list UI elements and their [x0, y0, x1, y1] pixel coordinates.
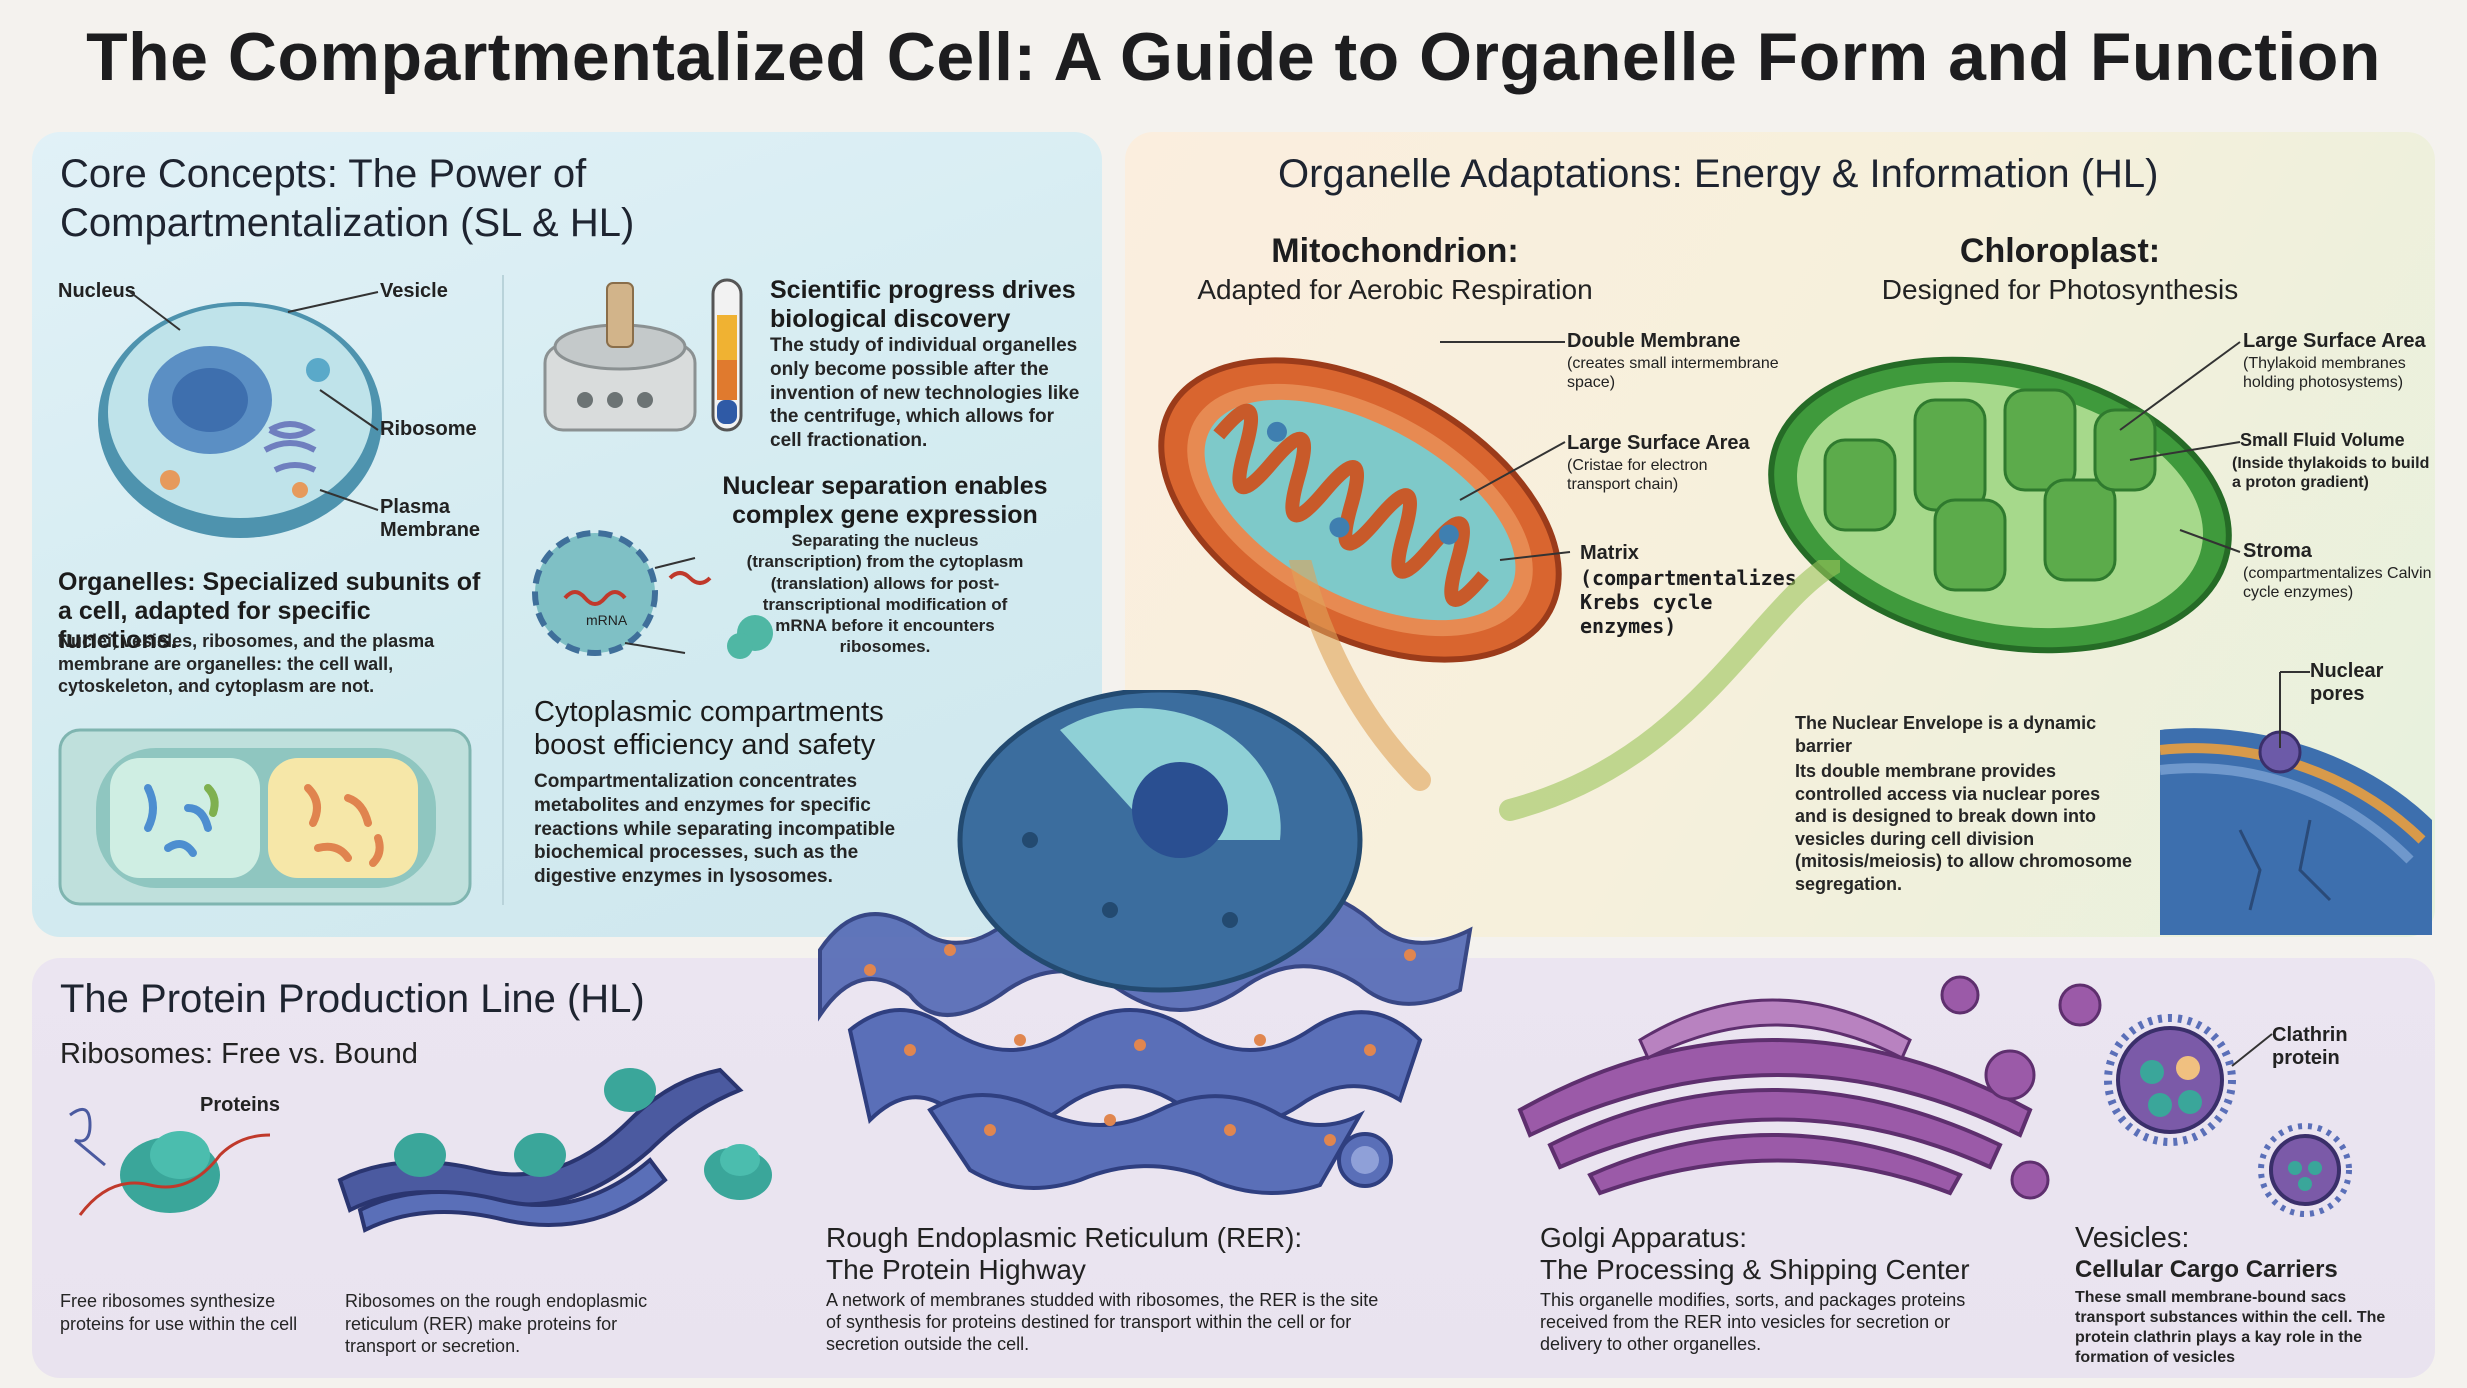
- mito-label-2-desc: (Cristae for electron transport chain): [1567, 457, 1708, 494]
- clathrin-label: Clathrin protein: [2272, 1024, 2348, 1069]
- mitochondrion-illustration: [1158, 357, 1562, 663]
- organelles-title: Organelles: Specialized subunits of a ce…: [58, 568, 481, 654]
- cell-fractionation-illustration: [58, 728, 472, 906]
- rer-text: A network of membranes studded with ribo…: [826, 1290, 1379, 1354]
- golgi-subtitle: The Processing & Shipping Center: [1540, 1254, 1970, 1285]
- clathrin-vesicle-small: [2258, 1123, 2352, 1217]
- chloroplast-subtitle: Designed for Photosynthesis: [1881, 274, 2239, 305]
- mrna-label: mRNA: [586, 612, 628, 628]
- free-ribosome-illustration: [69, 1107, 271, 1216]
- proteins-label: Proteins: [200, 1094, 281, 1116]
- nucleus-label: Nucleus: [58, 280, 136, 302]
- chloroplast-illustration: [1768, 356, 2232, 654]
- mito-label-1-title: Double Membrane: [1567, 330, 1741, 352]
- nuclear-envelope-title: The Nuclear Envelope is a dynamic barrie…: [1795, 713, 2097, 756]
- chloroplast-leader-lines: [2119, 341, 2241, 553]
- rer-subtitle: The Protein Highway: [826, 1254, 1086, 1285]
- chloro-label-2-title: Small Fluid Volume: [2240, 430, 2405, 450]
- ribosomes-heading: Ribosomes: Free vs. Bound: [60, 1038, 418, 1070]
- chloro-label-1-desc: (Thylakoid membranes holding photosystem…: [2243, 355, 2406, 392]
- core-heading: Core Concepts: The Power of Compartmenta…: [60, 152, 635, 245]
- progress-text: The study of individual organelles only …: [770, 335, 1080, 451]
- mito-label-3-desc: (compartmentalizes Krebs cycle enzymes): [1580, 566, 1797, 638]
- mito-label-1-desc: (creates small intermembrane space): [1567, 355, 1779, 392]
- progress-title: Scientific progress drives biological di…: [770, 276, 1076, 333]
- cell-leader-lines: [129, 291, 379, 511]
- rer-title: Rough Endoplasmic Reticulum (RER):: [826, 1222, 1303, 1253]
- core-divider: [502, 275, 504, 905]
- mito-label-3-title: Matrix: [1580, 542, 1639, 564]
- free-ribosome-small: [708, 1144, 772, 1200]
- clathrin-leader: [2231, 1033, 2273, 1067]
- vesicles-subtitle: Cellular Cargo Carriers: [2075, 1256, 2338, 1283]
- nuclear-separation-title: Nuclear separation enables complex gene …: [722, 472, 1048, 529]
- rer-vesicle: [1337, 1132, 1393, 1188]
- chloroplast-title: Chloroplast:: [1959, 232, 2161, 270]
- page-title: The Compartmentalized Cell: A Guide to O…: [86, 19, 2381, 95]
- connector-streams: [1289, 560, 1840, 821]
- organelles-text: Nuclei, vesicles, ribosomes, and the pla…: [58, 631, 435, 696]
- chloro-label-3-desc: (compartmentalizes Calvin cycle enzymes): [2243, 565, 2432, 602]
- nuclear-envelope-text: Its double membrane provides controlled …: [1795, 761, 2133, 894]
- nuclear-pores-leader: [2279, 671, 2310, 748]
- nucleus-rer-illustration: [818, 690, 1473, 1195]
- mito-label-2-title: Large Surface Area: [1567, 432, 1750, 454]
- free-ribosome-text: Free ribosomes synthesize proteins for u…: [60, 1291, 298, 1334]
- nuclear-separation-text: Separating the nucleus (transcription) f…: [746, 531, 1024, 657]
- cytoplasmic-text: Compartmentalization concentrates metabo…: [534, 771, 896, 887]
- nuclear-pores-label: Nuclear pores: [2310, 660, 2384, 705]
- golgi-illustration: [1517, 998, 2033, 1196]
- nuclear-separation-diagram: [532, 530, 773, 659]
- bound-ribosome-text: Ribosomes on the rough endoplasmic retic…: [345, 1291, 648, 1356]
- vesicles-title: Vesicles:: [2075, 1222, 2190, 1254]
- vesicle-label: Vesicle: [380, 280, 448, 302]
- chloro-label-2-desc: (Inside thylakoids to build a proton gra…: [2232, 455, 2430, 492]
- ribosome-label: Ribosome: [380, 418, 477, 440]
- cytoplasmic-title: Cytoplasmic compartments boost efficienc…: [534, 696, 884, 762]
- golgi-text: This organelle modifies, sorts, and pack…: [1540, 1290, 1966, 1354]
- nuclear-envelope-illustration: [2160, 728, 2432, 935]
- protein-heading: The Protein Production Line (HL): [60, 977, 645, 1021]
- mitochondrion-leader-lines: [1440, 341, 1571, 561]
- clathrin-vesicle-large: [2104, 1014, 2236, 1146]
- golgi-vesicles: [1940, 975, 2102, 1200]
- chloro-label-1-title: Large Surface Area: [2243, 330, 2426, 352]
- plasma-membrane-label: Plasma Membrane: [380, 496, 481, 541]
- adaptations-heading: Organelle Adaptations: Energy & Informat…: [1278, 152, 2159, 196]
- mitochondrion-subtitle: Adapted for Aerobic Respiration: [1197, 274, 1593, 305]
- centrifuge-illustration: [543, 278, 743, 432]
- vesicles-text: These small membrane-bound sacs transpor…: [2075, 1289, 2386, 1366]
- animal-cell-illustration: [98, 302, 382, 538]
- golgi-title: Golgi Apparatus:: [1540, 1222, 1748, 1253]
- mitochondrion-title: Mitochondrion:: [1271, 232, 1519, 270]
- chloro-label-3-title: Stroma: [2243, 540, 2312, 562]
